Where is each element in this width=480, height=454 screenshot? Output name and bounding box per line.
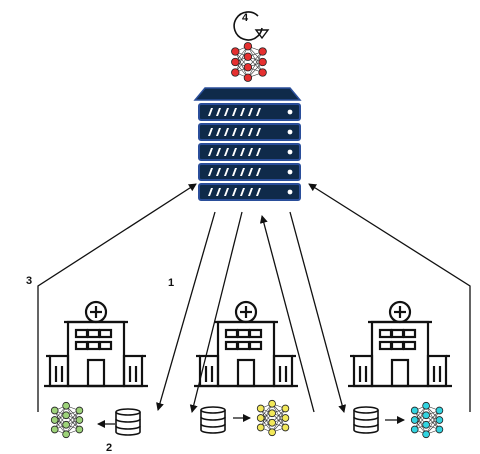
arrow-upload-mid — [259, 215, 315, 413]
database-mid-icon — [200, 406, 226, 434]
global-model-network-icon — [231, 42, 267, 82]
step-2-label: 2 — [106, 442, 112, 454]
hospital-right-icon — [348, 300, 452, 388]
step-1-label: 1 — [168, 277, 174, 289]
step-3-label: 3 — [26, 275, 32, 287]
arrow-upload-right — [308, 183, 471, 412]
local-model-mid-icon — [256, 399, 290, 437]
hospital-left-icon — [44, 300, 148, 388]
local-model-left-icon — [50, 401, 84, 439]
arrow-download-right — [289, 211, 347, 413]
server-unit — [198, 103, 301, 121]
hospital-mid-icon — [194, 300, 298, 388]
server-rack-icon — [193, 87, 302, 201]
refresh-cycle-icon — [233, 11, 270, 41]
arrow-upload-left — [37, 183, 197, 412]
connection-arrows — [37, 183, 471, 428]
server-unit — [198, 183, 301, 201]
global-neural-network-icon — [231, 42, 267, 82]
step-4-label: 4 — [242, 12, 249, 24]
server-unit — [198, 123, 301, 141]
database-right-icon — [353, 406, 379, 434]
server-unit — [198, 163, 301, 181]
arrow-download-left — [156, 211, 216, 411]
database-left-icon — [115, 408, 141, 436]
local-model-right-icon — [410, 401, 444, 439]
server-unit — [198, 143, 301, 161]
